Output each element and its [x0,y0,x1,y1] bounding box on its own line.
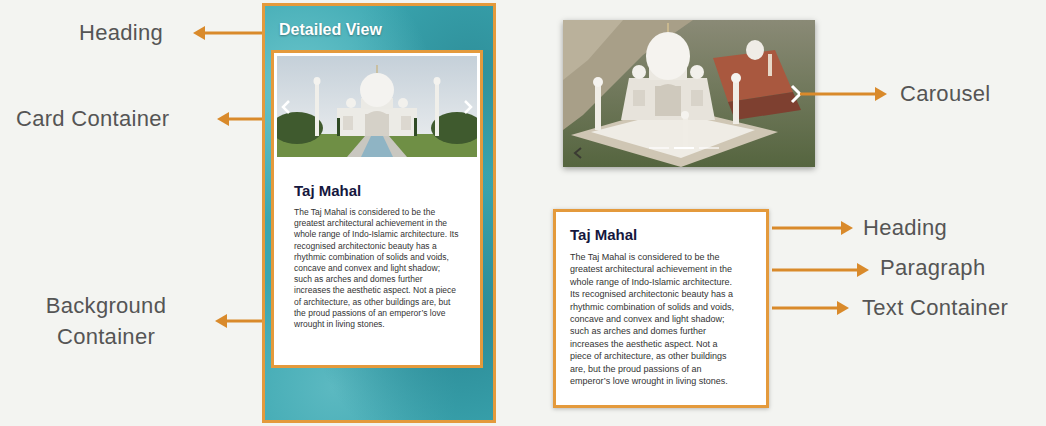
callout-label: Card Container [16,106,169,132]
leader-line [202,32,262,35]
arrow-head [857,263,869,277]
leader-line [772,269,860,272]
heading: Detailed View [279,20,483,40]
card-paragraph: The Taj Mahal is considered to be the gr… [294,207,460,330]
text-paragraph: The Taj Mahal is considered to be the gr… [570,251,738,387]
carousel-image [277,56,477,157]
arrow-head [837,301,849,315]
arrow-head [875,87,887,101]
leader-line [772,307,840,310]
callout-label: Background Container [20,290,192,352]
callout-label: Heading [863,215,947,241]
arrow-head [217,112,229,126]
background-container: Detailed View Taj MahalThe Taj Mahal [262,3,496,423]
callout-label: Heading [79,20,163,46]
text-heading: Taj Mahal [570,225,738,244]
arrow-head [215,314,227,328]
leader-line [224,320,262,323]
card-container: Taj MahalThe Taj Mahal is considered to … [271,50,483,368]
card-heading: Taj Mahal [294,181,460,200]
leader-line [772,227,844,230]
callout-label: Paragraph [880,255,985,281]
arrow-head [193,26,205,40]
carousel-image [563,20,815,167]
callout-label: Carousel [900,81,990,107]
text-container: Taj MahalThe Taj Mahal is considered to … [553,209,769,408]
leader-line [800,93,878,96]
callout-label: Text Container [862,295,1008,321]
arrow-head [841,221,853,235]
